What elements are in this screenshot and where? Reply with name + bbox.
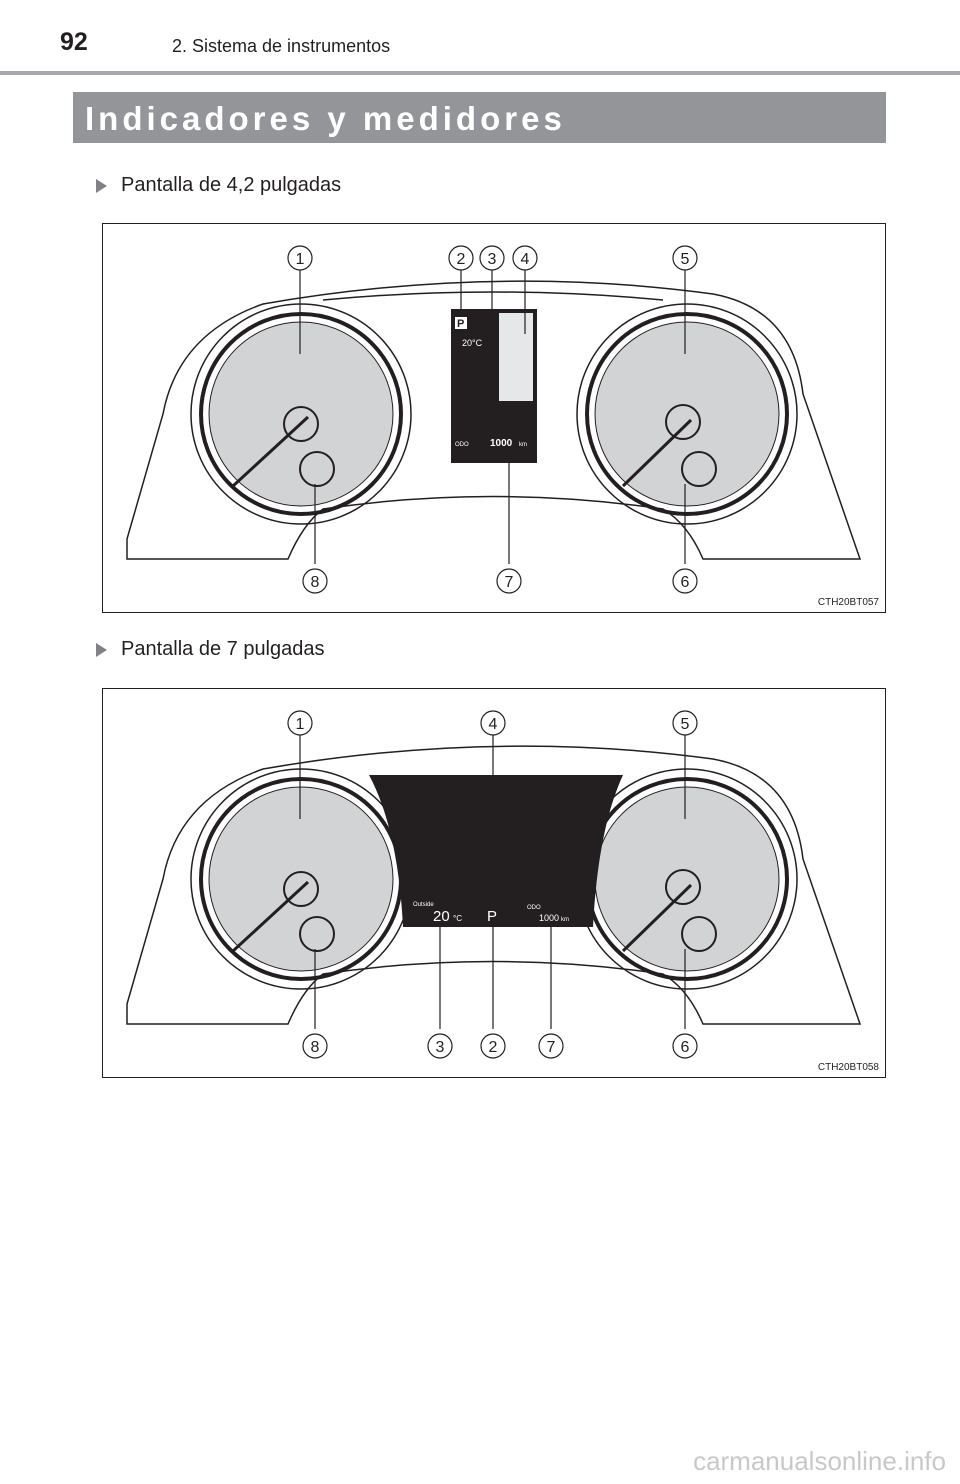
figure-code: CTH20BT057 [817, 597, 879, 608]
bullet-triangle-icon [96, 642, 107, 657]
callout-5: 5 [681, 716, 690, 733]
odometer-unit: km [561, 917, 569, 923]
callout-5: 5 [681, 251, 690, 268]
page-number: 92 [60, 28, 88, 56]
subhead-text: Pantalla de 4,2 pulgadas [121, 174, 342, 196]
footer-watermark[interactable]: carmanualsonline.info [693, 1446, 946, 1476]
callout-6: 6 [681, 574, 690, 591]
callout-1: 1 [296, 251, 305, 268]
callout-4: 4 [521, 251, 530, 268]
callout-2: 2 [489, 1039, 498, 1056]
page-title: Indicadores y medidores [85, 100, 566, 137]
callout-7: 7 [547, 1039, 556, 1056]
odo-label: ODO [455, 442, 469, 448]
cluster-illustration-1: P 20°C ODO 1000 km 1 2 3 4 5 6 7 [126, 245, 862, 594]
cluster-illustration-2: Outside 20 °C P ODO 1000 km 1 2 3 4 5 6 [126, 710, 862, 1059]
callout-8: 8 [311, 574, 320, 591]
odo-label: ODO [527, 905, 541, 911]
callout-2: 2 [457, 251, 466, 268]
gear-indicator: P [487, 908, 497, 925]
title-banner: Indicadores y medidores [73, 92, 886, 143]
gear-indicator: P [457, 318, 464, 330]
subhead-4-2-inch: Pantalla de 4,2 pulgadas [96, 174, 341, 197]
figure-7-inch: Outside 20 °C P ODO 1000 km 1 2 3 4 5 6 [102, 688, 886, 1078]
callout-6: 6 [681, 1039, 690, 1056]
tachometer-gauge [190, 768, 412, 990]
callout-7: 7 [505, 574, 514, 591]
callout-4: 4 [489, 716, 498, 733]
section-title: 2. Sistema de instrumentos [172, 36, 391, 56]
speedometer-gauge [576, 303, 798, 525]
outside-temp: 20°C [462, 338, 483, 348]
figure-4-2-inch: P 20°C ODO 1000 km 1 2 3 4 5 6 7 [102, 223, 886, 613]
subhead-text: Pantalla de 7 pulgadas [121, 638, 325, 660]
odometer-unit: km [519, 442, 527, 448]
odometer-value: 1000 [490, 438, 513, 449]
outside-label: Outside [413, 902, 434, 908]
subhead-7-inch: Pantalla de 7 pulgadas [96, 638, 325, 661]
bullet-triangle-icon [96, 178, 107, 193]
callout-3: 3 [488, 251, 497, 268]
odometer-value: 1000 [539, 913, 559, 923]
callout-8: 8 [311, 1039, 320, 1056]
outside-temp: 20 [433, 908, 450, 925]
callout-1: 1 [296, 716, 305, 733]
speedometer-gauge [576, 768, 798, 990]
header-rule [0, 71, 960, 75]
callout-3: 3 [436, 1039, 445, 1056]
tachometer-gauge [190, 303, 412, 525]
outside-temp-unit: °C [453, 914, 462, 923]
figure-code: CTH20BT058 [817, 1062, 879, 1073]
